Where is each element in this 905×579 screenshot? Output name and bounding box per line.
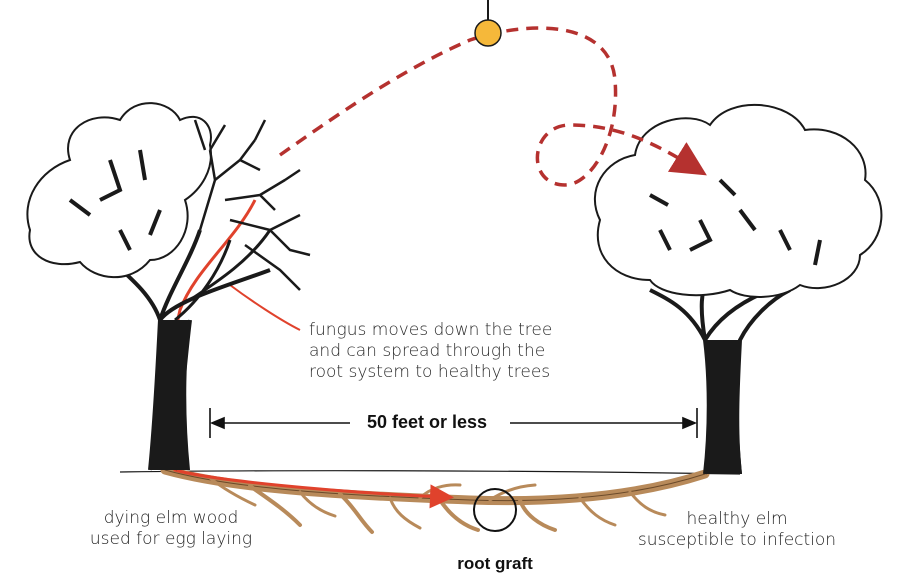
dying-elm-tree bbox=[27, 103, 310, 470]
root-graft-label: root graft bbox=[440, 553, 550, 574]
dying-label-line-1: dying elm wood bbox=[66, 508, 276, 529]
fungus-label-line-1: fungus moves down the tree bbox=[309, 320, 609, 341]
healthy-elm-label: healthy elm susceptible to infection bbox=[612, 509, 862, 551]
fungus-label-line-3: root system to healthy trees bbox=[309, 362, 609, 383]
fungus-pointer bbox=[230, 285, 300, 330]
dying-elm-label: dying elm wood used for egg laying bbox=[66, 508, 276, 550]
healthy-elm-tree bbox=[595, 105, 882, 474]
healthy-label-line-1: healthy elm bbox=[612, 509, 862, 530]
healthy-label-line-2: susceptible to infection bbox=[612, 530, 862, 551]
fungus-label-line-2: and can spread through the bbox=[309, 341, 609, 362]
distance-label: 50 feet or less bbox=[352, 412, 502, 433]
ground-line bbox=[120, 471, 740, 474]
dying-label-line-2: used for egg laying bbox=[66, 529, 276, 550]
fungus-spread-label: fungus moves down the tree and can sprea… bbox=[309, 320, 609, 383]
beetle-icon bbox=[475, 20, 501, 46]
